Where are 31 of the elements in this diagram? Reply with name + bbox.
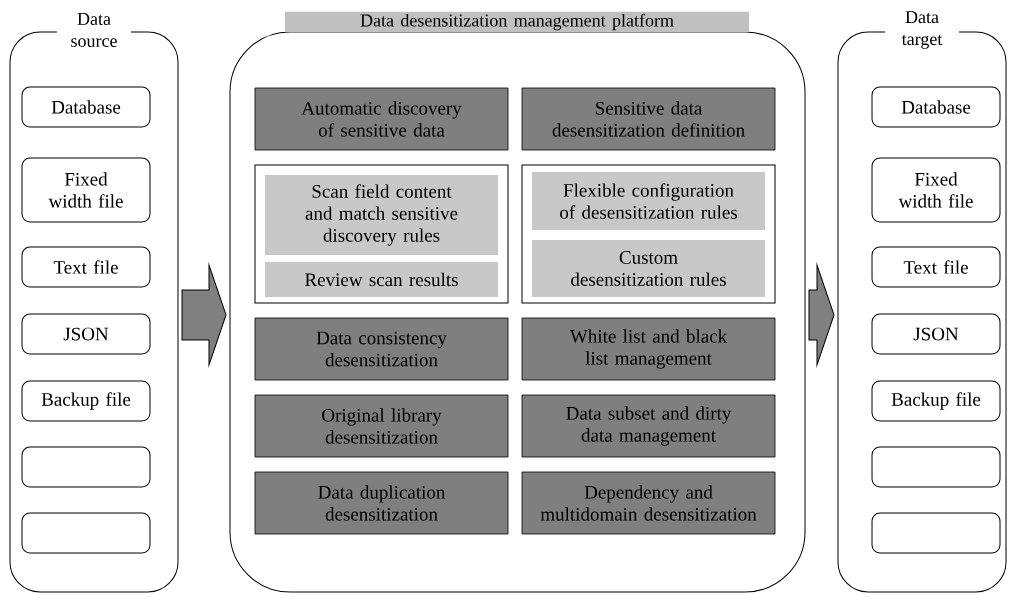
data-box: JSON: [871, 313, 1001, 355]
function-box: Automatic discovery of sensitive data: [254, 87, 509, 151]
data-box: [21, 512, 151, 554]
function-box: Original library desensitization: [254, 394, 509, 458]
panel-heading: Data source: [57, 11, 131, 49]
data-box: JSON: [21, 313, 151, 355]
data-box: Fixed width file: [21, 157, 151, 223]
function-box: White list and black list management: [521, 317, 776, 381]
data-box: [21, 446, 151, 488]
function-box: Sensitive data desensitization definition: [521, 87, 776, 151]
data-box: Backup file: [871, 380, 1001, 422]
function-box: Dependency and multidomain desensitization: [521, 471, 776, 535]
sub-function-box: Review scan results: [265, 262, 498, 297]
block-arrow: [181, 264, 227, 366]
data-box: Fixed width file: [871, 157, 1001, 223]
data-box: Database: [21, 86, 151, 128]
function-box: Data consistency desensitization: [254, 317, 509, 381]
data-box: Text file: [21, 246, 151, 288]
panel-heading: Data target: [885, 9, 959, 51]
panel-heading: Data desensitization management platform: [285, 11, 749, 33]
data-box: Text file: [871, 246, 1001, 288]
sub-function-box: Custom desensitization rules: [532, 240, 765, 297]
data-box: Backup file: [21, 380, 151, 422]
sub-function-box: Scan field content and match sensitive discovery rules: [265, 175, 498, 255]
data-box: [871, 446, 1001, 488]
data-box: Database: [871, 86, 1001, 128]
sub-function-box: Flexible configuration of desensitization rules: [532, 172, 765, 230]
data-box: [871, 512, 1001, 554]
function-box: Data subset and dirty data management: [521, 394, 776, 458]
block-arrow: [808, 264, 835, 366]
function-box: Data duplication desensitization: [254, 471, 509, 535]
